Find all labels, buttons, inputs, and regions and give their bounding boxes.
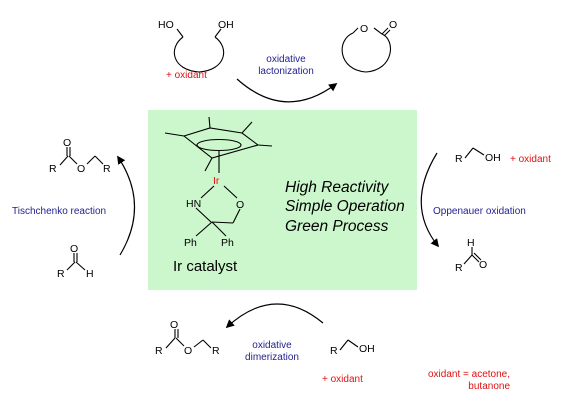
catalyst-highlight-box (148, 110, 417, 290)
hn-label: HN (186, 198, 201, 210)
dimerization-line2: dimerization (245, 351, 299, 363)
lactonization-line2: lactonization (258, 65, 314, 77)
bottom-ester-carbonyl-o: O (170, 319, 178, 331)
aldehyde-h-label: H (467, 237, 475, 249)
lactone-carbonyl-o: O (389, 19, 397, 31)
left-arc-arrow (117, 155, 136, 256)
bottom-alcohol-structure: R OH (330, 339, 375, 357)
alcohol-r-label: R (455, 153, 463, 165)
lactonization-label: oxidative lactonization (255, 54, 317, 77)
diol-oh-label: OH (218, 19, 234, 31)
top-oxidant-label: + oxidant (166, 70, 207, 81)
catalyst-taglines: High Reactivity Simple Operation Green P… (285, 178, 405, 236)
catalyst-label: Ir catalyst (173, 258, 238, 275)
left-aldehyde-o-label: O (70, 243, 78, 255)
diol-ho-label: HO (158, 19, 174, 31)
bottom-arc-arrow (225, 303, 324, 329)
bottom-ester-structure: O R O R (155, 319, 220, 357)
left-aldehyde-r-label: R (57, 268, 65, 280)
top-arc-arrow (236, 78, 338, 103)
bottom-alcohol-r-label: R (330, 345, 338, 357)
aldehyde-structure: H R O (455, 237, 487, 274)
tagline-green: Green Process (285, 217, 389, 235)
bottom-ester-r2-label: R (212, 345, 220, 357)
left-ester-carbonyl-o: O (63, 137, 71, 149)
bottom-ester-r1-label: R (155, 345, 163, 357)
left-ester-r2-label: R (103, 163, 111, 175)
dimerization-label: oxidative dimerization (242, 340, 302, 363)
tischchenko-label: Tischchenko reaction (12, 206, 107, 217)
chelate-o-label: O (236, 199, 244, 211)
oxidant-note-line1: oxidant = acetone, (428, 369, 511, 380)
oppenauer-label: Oppenauer oxidation (433, 206, 526, 217)
aldehyde-o-label: O (479, 259, 487, 271)
left-aldehyde-structure: O R H (57, 243, 94, 280)
left-ester-r1-label: R (49, 163, 57, 175)
oxidant-note-line2: butanone (468, 380, 511, 392)
left-ester-o-label: O (77, 163, 85, 175)
tagline-operation: Simple Operation (285, 198, 405, 216)
alcohol-oh-label: OH (485, 152, 501, 164)
iridium-label: Ir (213, 175, 220, 187)
right-arc-arrow (420, 152, 440, 248)
diol-structure: HO OH (158, 19, 234, 73)
oxidant-note: oxidant = acetone, butanone (428, 369, 510, 392)
left-aldehyde-h-label: H (86, 268, 94, 280)
lactone-ring-o: O (360, 23, 368, 35)
lactone-structure: O O (341, 19, 397, 73)
dimerization-line1: oxidative (252, 340, 292, 351)
left-ester-structure: O R O R (49, 137, 111, 175)
tagline-reactivity: High Reactivity (285, 179, 389, 196)
right-oxidant-label: + oxidant (510, 154, 551, 165)
primary-alcohol-structure: R OH (455, 147, 501, 165)
phenyl-left-label: Ph (184, 237, 197, 249)
aldehyde-r-label: R (455, 262, 463, 274)
phenyl-right-label: Ph (221, 237, 234, 249)
bottom-alcohol-oh-label: OH (359, 343, 375, 355)
bottom-oxidant-label: + oxidant (322, 374, 363, 385)
bottom-ester-o-label: O (184, 345, 192, 357)
lactonization-line1: oxidative (266, 54, 306, 65)
ir-catalyst-structure: Ir HN O Ph Ph (164, 116, 273, 249)
